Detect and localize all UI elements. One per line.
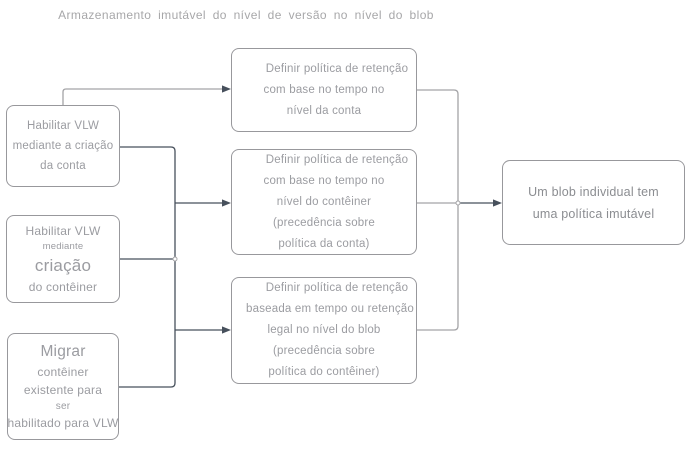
- connector-left-trunk: [119, 146, 176, 388]
- arrowhead-mid1: [222, 85, 231, 93]
- node-line: mediante: [42, 241, 84, 252]
- node-enable-vlw-account-creation: Habilitar VLW mediante a criação da cont…: [6, 105, 120, 187]
- node-line: Definir política de retenção: [265, 282, 409, 294]
- node-migrate-existing-container: Migrar contêiner existente para ser habi…: [7, 333, 119, 440]
- node-line: nível da conta: [286, 104, 362, 117]
- junction-dot-left: [172, 256, 178, 262]
- node-line: nível do contêiner: [276, 195, 372, 208]
- node-line: Habilitar VLW: [26, 120, 100, 132]
- node-line: com base no tempo no: [263, 83, 385, 96]
- node-line: mediante a criação: [12, 140, 114, 152]
- node-retention-policy-container-level: Definir política de retenção com base no…: [231, 149, 417, 255]
- node-line: legal no nível do blob: [267, 324, 381, 336]
- node-line: com base no tempo no: [263, 174, 385, 187]
- node-line: criação: [34, 256, 92, 275]
- arrowhead-right: [493, 199, 502, 207]
- node-line: habilitado para VLW: [7, 416, 119, 430]
- node-line: Habilitar VLW: [25, 224, 101, 238]
- node-line: da conta: [40, 160, 86, 172]
- node-line: contêiner: [37, 365, 89, 379]
- junction-dot-right: [455, 200, 461, 206]
- node-line: política do contêiner): [268, 366, 380, 378]
- node-individual-blob-immutable-policy: Um blob individual tem uma política imut…: [502, 160, 685, 245]
- node-line: Definir política de retenção: [265, 153, 409, 166]
- connector-mid1-mid3-trunk: [417, 89, 459, 331]
- node-line: baseada em tempo ou retenção: [246, 303, 414, 315]
- node-line: ser: [55, 401, 71, 412]
- arrowhead-mid2: [222, 199, 231, 207]
- node-retention-policy-account-level: Definir política de retenção com base no…: [231, 48, 417, 132]
- diagram-title: Armazenamento imutável do nível de versã…: [58, 8, 434, 22]
- arrowhead-mid3: [222, 326, 231, 334]
- node-line: Um blob individual tem: [528, 184, 659, 199]
- node-line: (precedência sobre: [272, 216, 376, 229]
- node-line: do contêiner: [28, 280, 98, 294]
- node-line: política da conta): [278, 237, 370, 250]
- node-line: existente para: [23, 383, 103, 397]
- node-line: Migrar: [40, 343, 86, 360]
- connector-left1-to-mid1: [62, 88, 222, 106]
- node-retention-policy-blob-level: Definir política de retenção baseada em …: [231, 277, 417, 384]
- node-enable-vlw-container-creation: Habilitar VLW mediante criação do contêi…: [6, 215, 120, 303]
- node-line: Definir política de retenção: [265, 62, 409, 75]
- node-line: uma política imutável: [532, 206, 655, 221]
- node-line: (precedência sobre: [272, 345, 376, 357]
